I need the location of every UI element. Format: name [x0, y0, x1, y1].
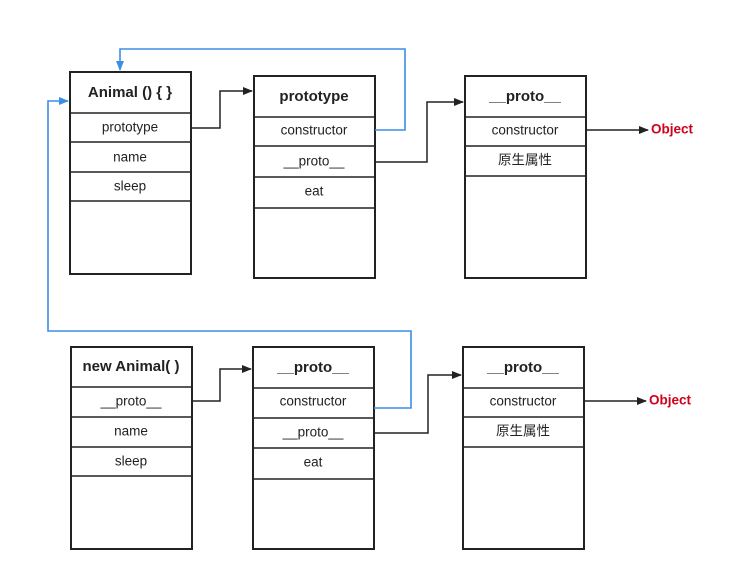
- object-proto-top-native-props-field: 原生属性: [498, 153, 552, 168]
- animal-function-title: Animal () { }: [88, 84, 172, 101]
- link-instance-constructor-to-animal: [47, 97, 412, 409]
- instance-proto-proto-field: __proto__: [282, 425, 344, 440]
- instance-title: new Animal( ): [83, 358, 180, 375]
- object-label-top: Object: [651, 122, 694, 137]
- object-label-bottom: Object: [649, 393, 692, 408]
- object-proto-box-bottom: __proto__ constructor 原生属性: [462, 346, 585, 550]
- prototype-object-constructor-field: constructor: [281, 123, 348, 138]
- object-proto-bottom-constructor-field: constructor: [490, 394, 557, 409]
- instance-proto-eat-field: eat: [304, 455, 323, 470]
- instance-proto-constructor-field: constructor: [280, 394, 347, 409]
- link-proto-to-object-proto: [375, 98, 464, 163]
- link-proto-proto-to-object-proto: [374, 371, 462, 434]
- instance-proto-box: __proto__ constructor __proto__ eat: [252, 346, 375, 550]
- object-proto-top-title: __proto__: [488, 88, 561, 105]
- instance-proto-field: __proto__: [100, 394, 162, 409]
- link-prototype-to-prototype-object: [191, 87, 253, 129]
- object-proto-bottom-title: __proto__: [486, 359, 559, 376]
- instance-name-field: name: [114, 424, 148, 439]
- instance-sleep-field: sleep: [115, 454, 147, 469]
- prototype-object-title: prototype: [279, 88, 348, 105]
- instance-box: new Animal( ) __proto__ name sleep: [70, 346, 193, 550]
- object-proto-top-constructor-field: constructor: [492, 123, 559, 138]
- animal-function-sleep-field: sleep: [114, 179, 146, 194]
- link-instance-proto-to-proto-object: [192, 365, 252, 402]
- prototype-object-box: prototype constructor __proto__ eat: [253, 75, 376, 279]
- animal-function-box: Animal () { } prototype name sleep: [69, 71, 192, 275]
- prototype-object-eat-field: eat: [305, 184, 324, 199]
- link-constructor-to-animal: [116, 48, 406, 131]
- object-proto-box-top: __proto__ constructor 原生属性: [464, 75, 587, 279]
- instance-proto-title: __proto__: [276, 359, 349, 376]
- prototype-object-proto-field: __proto__: [283, 154, 345, 169]
- animal-function-prototype-field: prototype: [102, 120, 158, 135]
- object-proto-bottom-native-props-field: 原生属性: [496, 424, 550, 439]
- animal-function-name-field: name: [113, 150, 147, 165]
